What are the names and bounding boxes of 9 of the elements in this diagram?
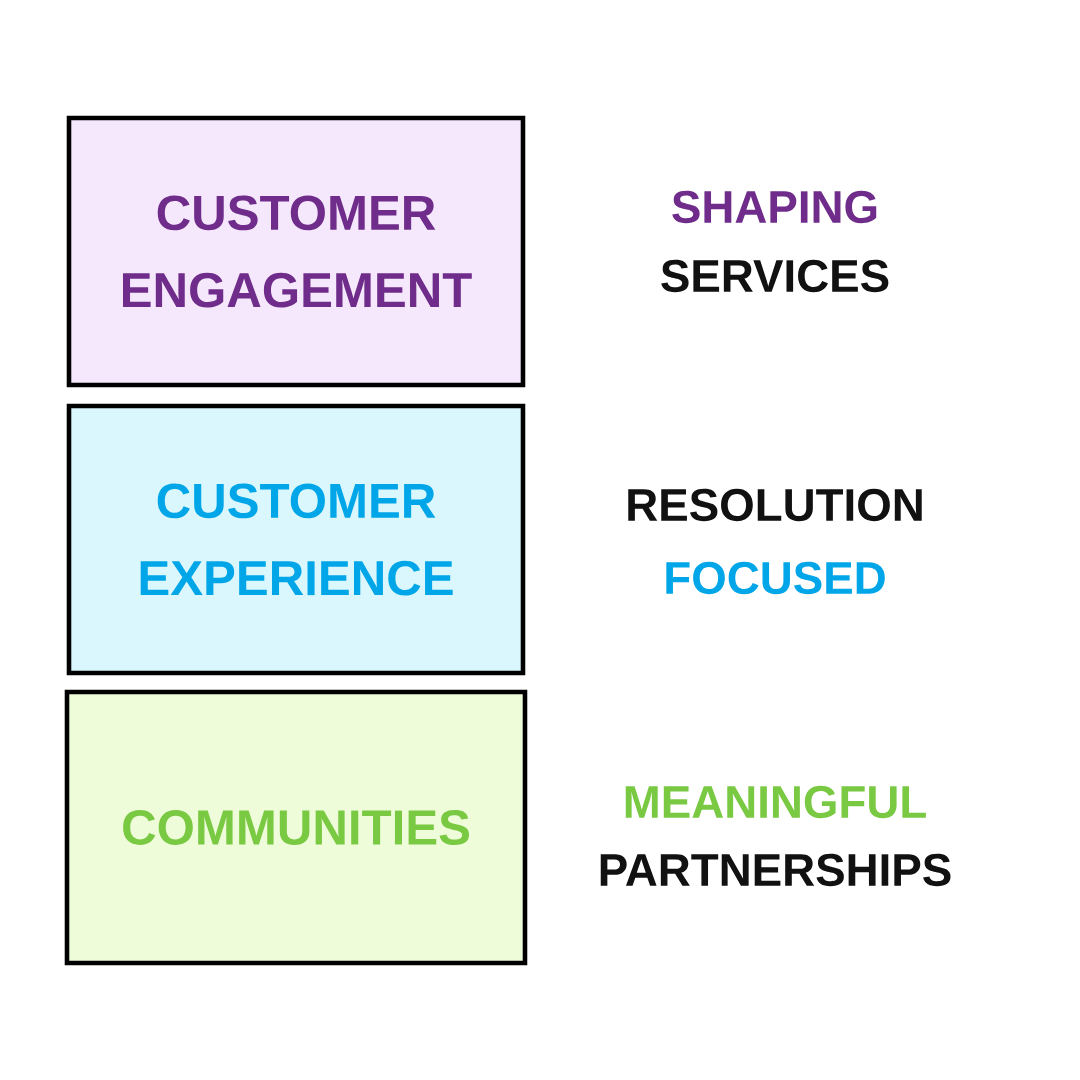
category-box: CUSTOMER ENGAGEMENT	[66, 115, 526, 388]
lettering-text: MEANINGFUL	[625, 785, 926, 819]
category-box: CUSTOMER EXPERIENCE	[66, 403, 526, 676]
lettering-text: FOCUSED	[666, 561, 885, 595]
category-box: COMMUNITIES	[64, 689, 528, 966]
lettering-text: RESOLUTION	[628, 488, 922, 522]
lettering-text: SERVICES	[661, 259, 889, 293]
lettering-text: PARTNERSHIPS	[600, 853, 951, 887]
lettering-text: SHAPING	[672, 190, 877, 224]
